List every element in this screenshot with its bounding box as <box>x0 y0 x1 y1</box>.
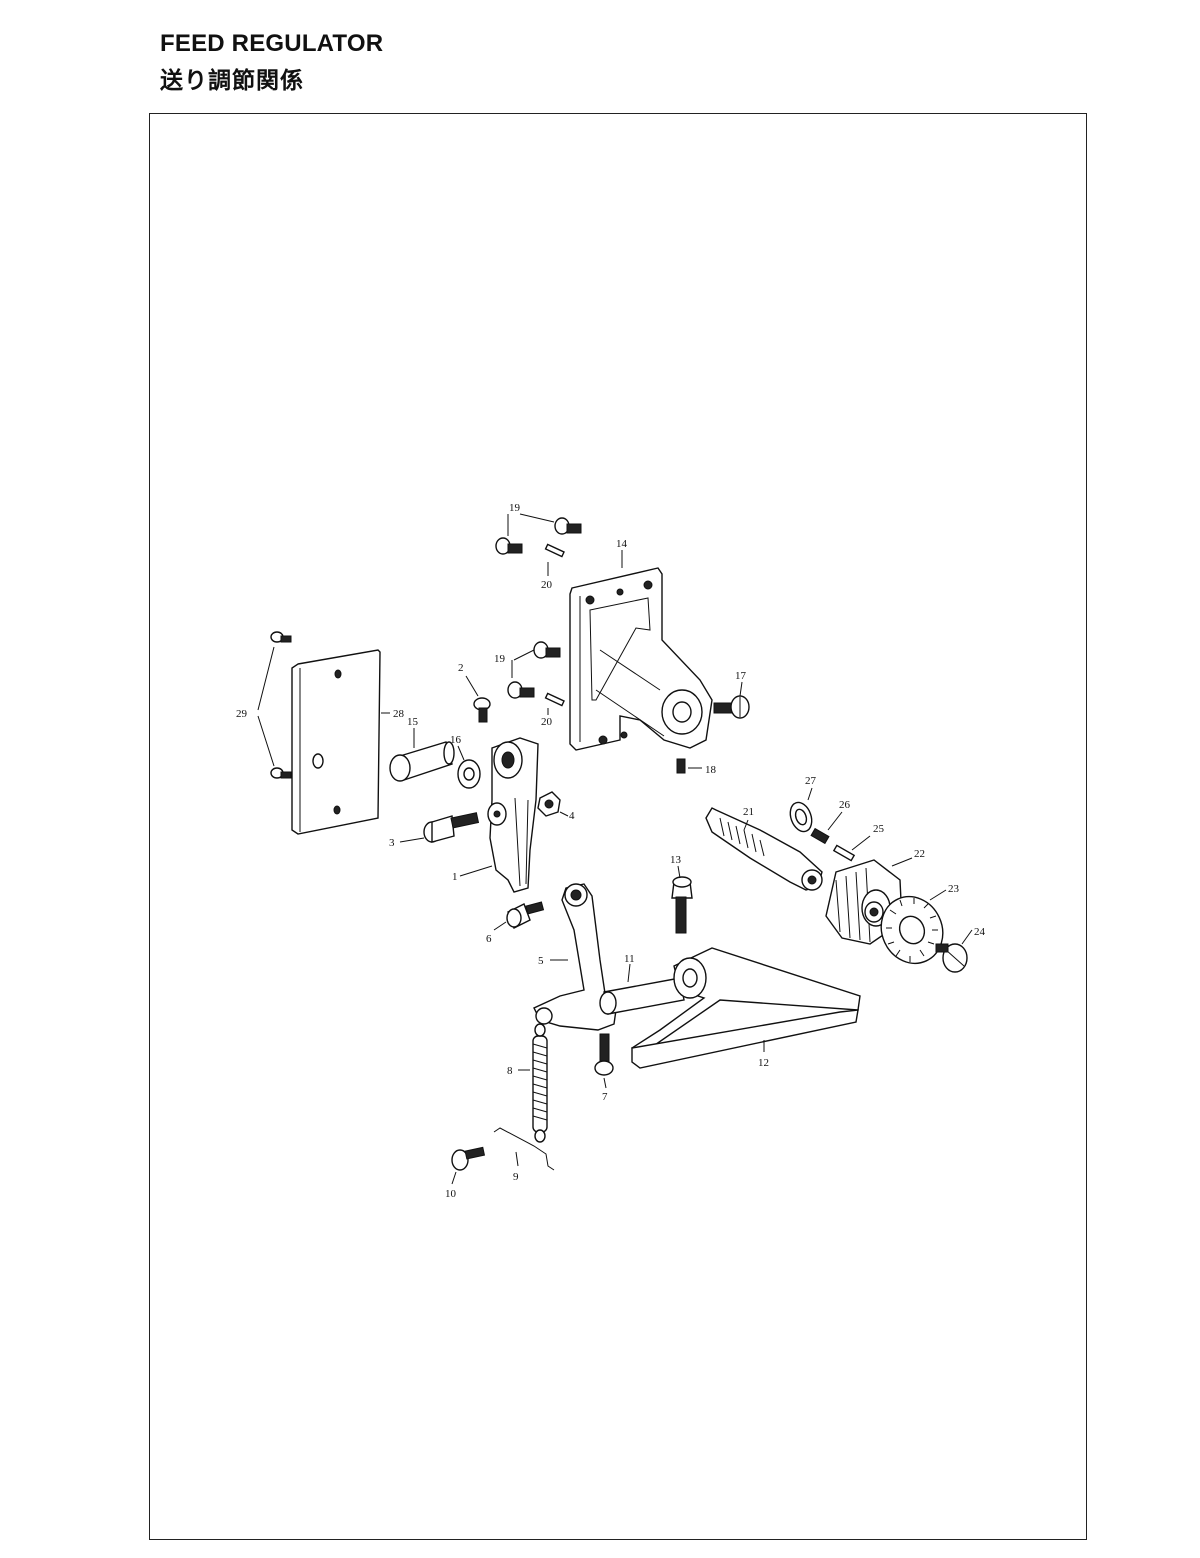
label-part-12: 12 <box>758 1057 769 1069</box>
label-part-20-upper: 20 <box>541 579 553 591</box>
spring-part-8 <box>532 1023 548 1143</box>
label-part-28: 28 <box>393 708 405 720</box>
label-part-23: 23 <box>948 883 960 895</box>
pin-part-20-lower <box>544 692 565 707</box>
label-part-6: 6 <box>486 933 492 945</box>
page-subtitle-japanese: 送り調節関係 <box>160 68 304 94</box>
label-part-22: 22 <box>914 848 925 860</box>
screw-part-29-bottom <box>270 767 292 779</box>
label-part-16: 16 <box>450 734 462 746</box>
label-part-26: 26 <box>839 799 851 811</box>
label-part-8: 8 <box>507 1065 513 1077</box>
nut-part-4 <box>537 791 561 817</box>
screw-part-2 <box>473 697 491 723</box>
leader-1 <box>459 865 493 877</box>
label-part-14: 14 <box>616 538 628 550</box>
leader-24 <box>961 929 973 945</box>
screw-part-7 <box>594 1033 614 1076</box>
label-part-1: 1 <box>452 871 458 883</box>
leader-11 <box>627 963 631 983</box>
leader-21 <box>743 819 749 831</box>
feed-arm-part-5 <box>533 883 617 1031</box>
shaft-part-15 <box>389 741 455 782</box>
screw-part-29-top <box>270 631 292 643</box>
adjusting-screw-part-21 <box>705 807 823 891</box>
spring-part-26 <box>810 827 830 845</box>
stud-part-6 <box>506 901 545 929</box>
label-part-5: 5 <box>538 955 544 967</box>
label-part-20-lower: 20 <box>541 716 553 728</box>
bracket-part-14 <box>569 567 713 751</box>
dial-part-23 <box>880 895 944 965</box>
set-screw-part-18 <box>676 758 686 774</box>
label-part-13: 13 <box>670 854 682 866</box>
screw-part-10 <box>451 1146 486 1171</box>
washer-part-16 <box>457 759 481 789</box>
label-part-15: 15 <box>407 716 419 728</box>
label-part-4: 4 <box>569 810 575 822</box>
screw-part-19-lower-right <box>533 641 561 659</box>
leader-26 <box>827 811 843 831</box>
label-part-25: 25 <box>873 823 885 835</box>
label-part-2: 2 <box>458 662 464 674</box>
label-part-27: 27 <box>805 775 817 787</box>
leader-19-upper <box>507 513 555 536</box>
leader-4 <box>559 811 569 817</box>
label-part-11: 11 <box>624 953 635 965</box>
label-part-19-lower: 19 <box>494 653 506 665</box>
leader-19-lower <box>511 649 535 678</box>
leader-2 <box>465 675 479 697</box>
leader-13 <box>677 865 681 879</box>
label-part-24: 24 <box>974 926 986 938</box>
washer-part-27 <box>789 801 813 833</box>
leader-22 <box>891 857 913 867</box>
shaft-part-11 <box>599 977 685 1015</box>
leader-16 <box>457 745 465 761</box>
label-part-3: 3 <box>389 837 395 849</box>
cover-plate-part-28 <box>291 649 381 835</box>
leader-25 <box>851 835 871 851</box>
pin-part-25 <box>832 844 856 862</box>
wire-part-9 <box>493 1127 555 1171</box>
label-part-9: 9 <box>513 1171 519 1183</box>
screw-part-19-upper-left <box>495 537 523 555</box>
leader-3 <box>399 837 425 843</box>
pin-part-20-upper <box>544 543 565 558</box>
leader-29 <box>257 646 275 767</box>
dial-screw-part-24 <box>935 943 968 973</box>
leader-9 <box>515 1151 519 1167</box>
screw-part-3 <box>423 812 480 843</box>
label-part-17: 17 <box>735 670 747 682</box>
leader-27 <box>807 787 813 801</box>
label-part-29: 29 <box>236 708 248 720</box>
screw-part-19-upper-right <box>554 517 582 535</box>
leader-23 <box>929 889 947 901</box>
leader-10 <box>451 1171 457 1185</box>
label-part-7: 7 <box>602 1091 608 1103</box>
leader-6 <box>493 921 507 931</box>
leader-7 <box>603 1077 607 1089</box>
page-title: FEED REGULATOR <box>160 30 384 57</box>
label-part-10: 10 <box>445 1188 457 1200</box>
screw-part-19-lower-left <box>507 681 535 699</box>
label-part-18: 18 <box>705 764 717 776</box>
feed-lever-part-1 <box>487 737 539 893</box>
label-part-19-upper: 19 <box>509 502 521 514</box>
plate-part-12 <box>631 947 861 1069</box>
label-part-21: 21 <box>743 806 754 818</box>
leader-17 <box>739 681 743 697</box>
screw-part-13 <box>671 876 693 934</box>
diagram-frame <box>149 113 1087 1540</box>
screw-part-17 <box>713 695 750 719</box>
